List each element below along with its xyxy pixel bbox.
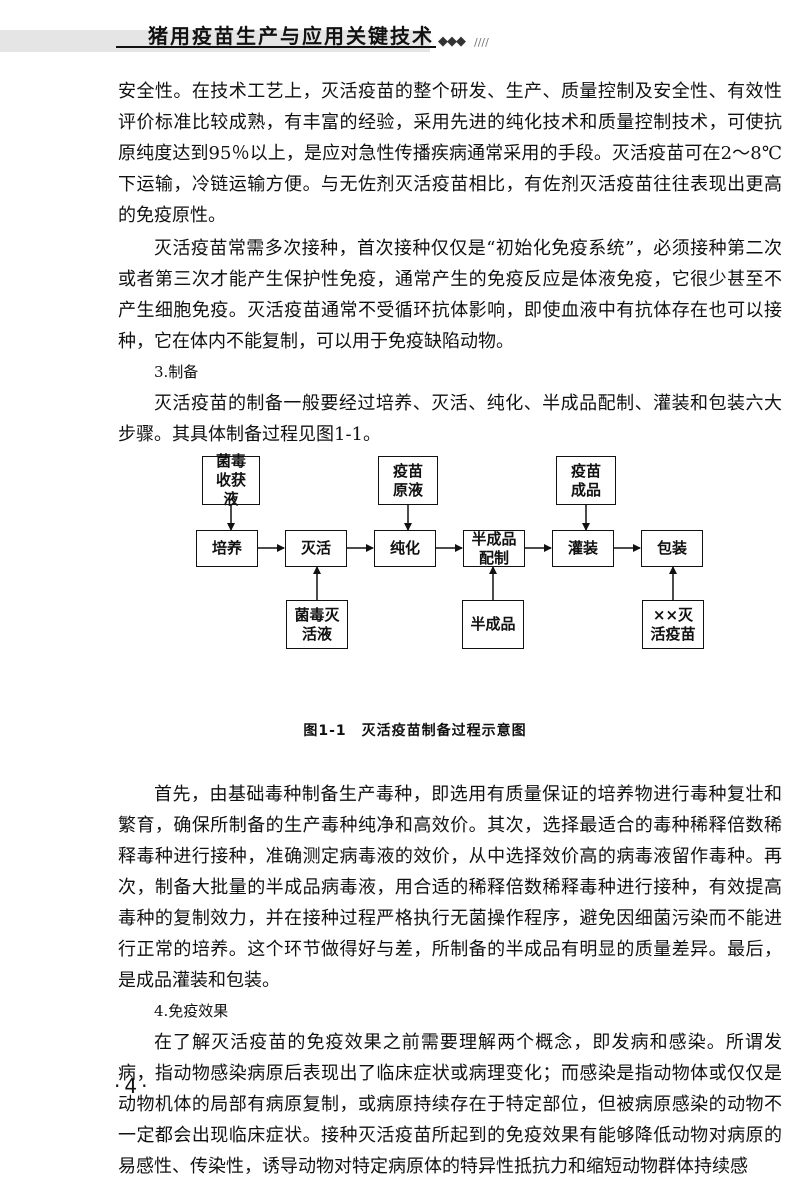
box-packaging: 包装 bbox=[641, 530, 703, 567]
box-semi-product-prep: 半成品配制 bbox=[463, 530, 525, 567]
slash-ornament-icon: //// bbox=[474, 36, 489, 49]
paragraph-2: 灭活疫苗常需多次接种，首次接种仅仅是“初始化免疫系统”，必须接种第二次或者第三次… bbox=[118, 238, 782, 352]
paragraph-3: 灭活疫苗的制备一般要经过培养、灭活、纯化、半成品配制、灌装和包装六大步骤。其具体… bbox=[118, 393, 782, 445]
box-inactivated-vaccine-product: ××灭活疫苗 bbox=[642, 600, 704, 649]
diamond-ornament-icon: ◆◆◆ bbox=[438, 34, 466, 49]
box-inactivate: 灭活 bbox=[285, 530, 347, 567]
section-heading-4: 4.免疫效果 bbox=[154, 1002, 229, 1020]
section-heading-3: 3.制备 bbox=[154, 363, 199, 381]
box-purify: 纯化 bbox=[374, 530, 436, 567]
box-vaccine-bulk: 疫苗原液 bbox=[378, 456, 438, 505]
page-number: ·4· bbox=[114, 1074, 152, 1098]
box-inactivation-liquid: 菌毒灭活液 bbox=[286, 600, 348, 649]
page-content: 安全性。在技术工艺上，灭活疫苗的整个研发、生产、质量控制及安全性、有效性评价标准… bbox=[118, 76, 782, 1182]
box-filling: 灌装 bbox=[552, 530, 614, 567]
box-harvest-liquid: 菌毒收获液 bbox=[202, 452, 260, 508]
flow-arrows bbox=[227, 505, 677, 600]
paragraph-1: 安全性。在技术工艺上，灭活疫苗的整个研发、生产、质量控制及安全性、有效性评价标准… bbox=[118, 81, 782, 226]
paragraph-5: 在了解灭活疫苗的免疫效果之前需要理解两个概念，即发病和感染。所谓发病，指动物感染… bbox=[118, 1032, 782, 1177]
header-rule bbox=[116, 46, 436, 48]
figure-caption: 图1-1 灭活疫苗制备过程示意图 bbox=[303, 723, 527, 739]
process-flow-diagram: 菌毒收获液 疫苗原液 疫苗成品 培养 灭活 纯化 半成品配制 灌装 包装 菌毒灭… bbox=[118, 452, 782, 712]
box-finished-vaccine: 疫苗成品 bbox=[556, 456, 616, 505]
paragraph-4: 首先，由基础毒种制备生产毒种，即选用有质量保证的培养物进行毒种复壮和繁育，确保所… bbox=[118, 784, 782, 991]
box-culture: 培养 bbox=[196, 530, 258, 567]
running-header-title: 猪用疫苗生产与应用关键技术 bbox=[148, 24, 434, 48]
box-semi-product: 半成品 bbox=[462, 600, 524, 649]
